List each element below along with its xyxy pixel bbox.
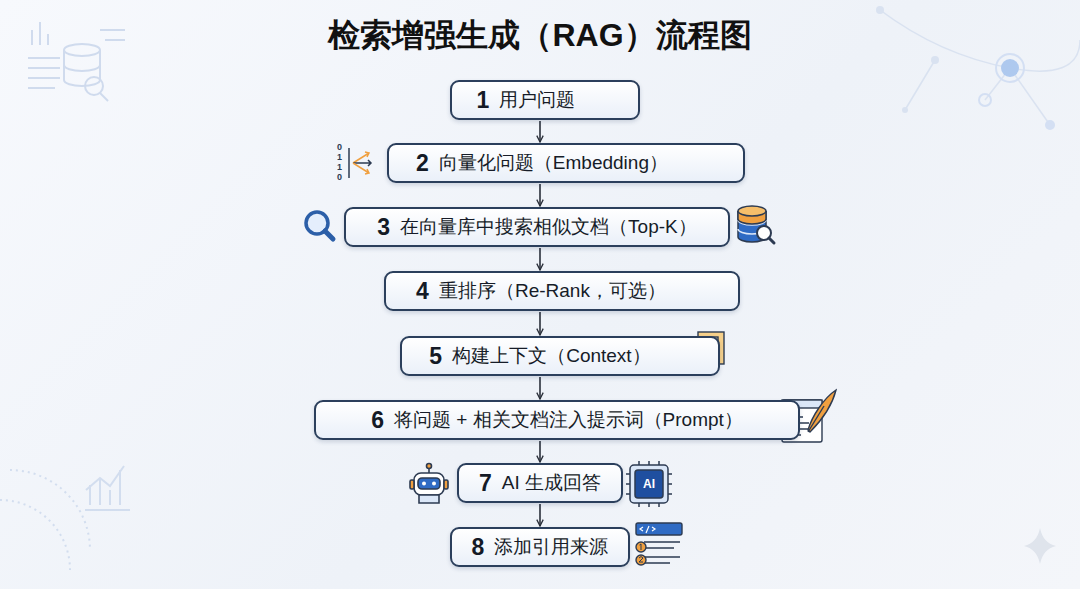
flow-arrow (539, 121, 541, 142)
process-box: 2 向量化问题（Embedding） (387, 143, 745, 183)
step-number: 3 (377, 214, 390, 241)
step-label: 重排序（Re-Rank，可选） (439, 278, 666, 304)
step-number: 6 (371, 407, 384, 434)
step-number: 7 (479, 470, 492, 497)
magnifier-icon (306, 212, 333, 239)
flow-arrow (539, 248, 541, 270)
flow-arrow (539, 184, 541, 206)
network-decoration (876, 6, 1080, 130)
process-box: 7 AI 生成回答 (457, 463, 623, 503)
step-label: 用户问题 (499, 87, 575, 113)
diagram-title: 检索增强生成（RAG）流程图 (0, 14, 1080, 58)
step-label: 向量化问题（Embedding） (439, 150, 668, 176)
process-box: 8 添加引用来源 (450, 527, 630, 567)
binary-digits: 0110 (335, 143, 344, 183)
step-label: 将问题 + 相关文档注入提示词（Prompt） (394, 407, 743, 433)
step-number: 1 (477, 87, 490, 114)
sparkle-mark (1024, 528, 1056, 564)
step-label: 添加引用来源 (494, 534, 608, 560)
corner-icon (28, 22, 125, 101)
process-box: 4 重排序（Re-Rank，可选） (384, 271, 740, 311)
corner-chart (0, 466, 130, 570)
step-label: 在向量库中搜索相似文档（Top-K） (400, 214, 697, 240)
citation-list-icon (636, 523, 682, 565)
vector-arrows-icon (349, 148, 371, 178)
process-box: 6 将问题 + 相关文档注入提示词（Prompt） (314, 400, 800, 440)
step-number: 8 (472, 534, 485, 561)
flow-arrow (539, 441, 541, 462)
step-label: 构建上下文（Context） (452, 343, 650, 369)
flow-arrow (539, 312, 541, 335)
process-box: 3 在向量库中搜索相似文档（Top-K） (344, 207, 730, 247)
step-label: AI 生成回答 (502, 470, 601, 496)
step-number: 5 (429, 343, 442, 370)
flow-arrow (539, 377, 541, 399)
flow-arrow (539, 504, 541, 526)
database-icon (738, 206, 774, 243)
step-number: 2 (416, 150, 429, 177)
step-number: 4 (416, 278, 429, 305)
robot-icon (410, 464, 448, 504)
process-box: 1 用户问题 (450, 80, 640, 120)
process-box: 5 构建上下文（Context） (400, 336, 720, 376)
ai-chip-icon (626, 461, 672, 507)
chip-label: AI (643, 478, 655, 490)
